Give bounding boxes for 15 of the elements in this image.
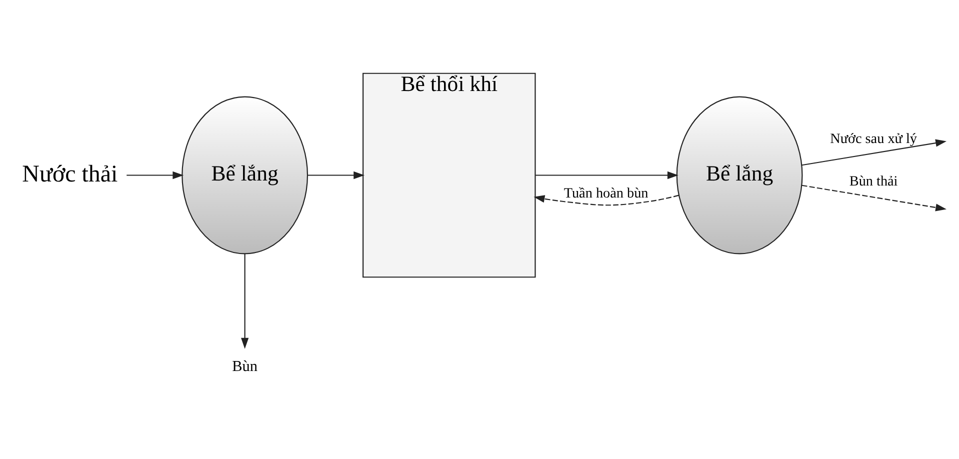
node-ellipse: Bể lắng <box>676 96 803 254</box>
arrow <box>802 138 946 166</box>
arrow <box>126 170 184 179</box>
arrow <box>308 170 365 179</box>
arrow <box>536 170 678 179</box>
node-box: Bể thổi khí <box>362 72 536 278</box>
node-ellipse: Bể lắng <box>182 96 308 254</box>
edge-label: Nước sau xử lý <box>830 130 918 146</box>
edge-label: Tuần hoàn bùn <box>564 184 648 201</box>
arrow <box>534 194 679 206</box>
arrow <box>241 253 249 348</box>
arrow <box>802 184 946 211</box>
edge-label: Bùn thải <box>849 172 898 189</box>
node-text: Bùn <box>232 358 258 375</box>
node-text: Nước thải <box>22 160 118 187</box>
